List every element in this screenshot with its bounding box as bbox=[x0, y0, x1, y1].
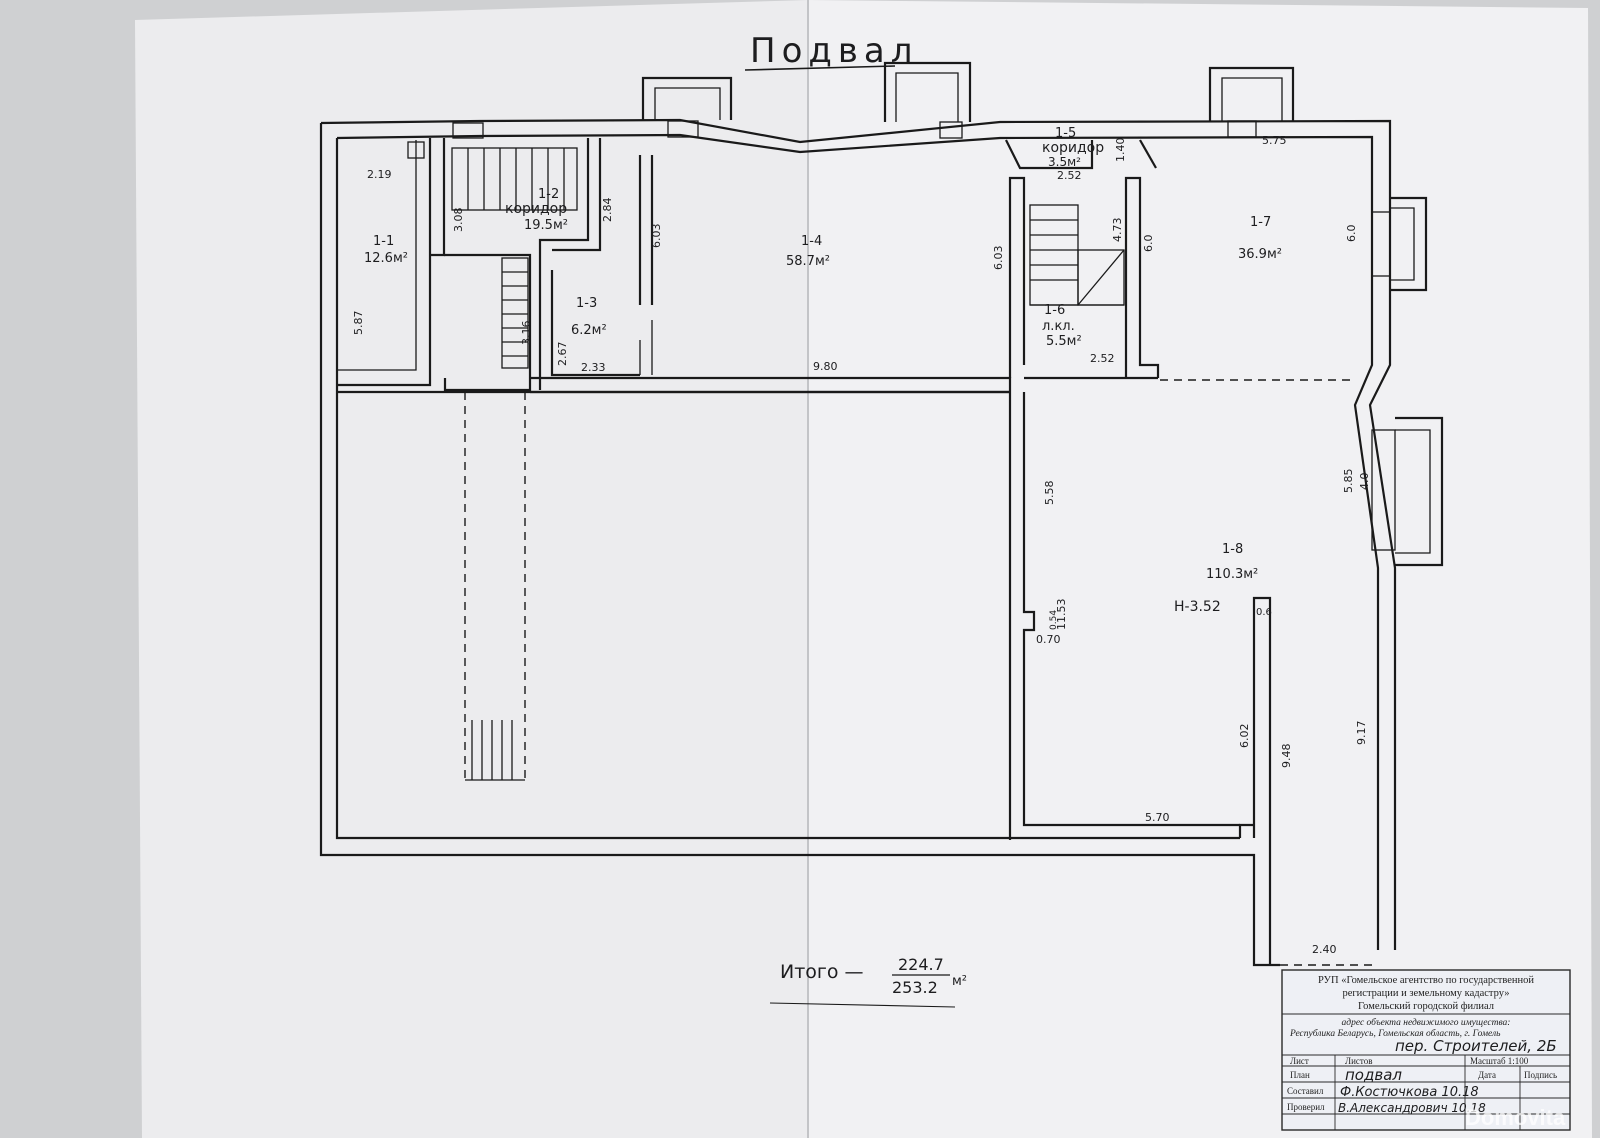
stamp-row-checked: Проверил bbox=[1287, 1102, 1325, 1112]
room-1-5-area: 3.5м² bbox=[1048, 155, 1081, 169]
dim-5-75: 5.75 bbox=[1262, 134, 1287, 147]
room-1-6-name: л.кл. bbox=[1042, 319, 1075, 334]
stamp-org-line-2: регистрации и земельному кадастру» bbox=[1342, 988, 1509, 999]
stamp-col-date: Дата bbox=[1478, 1070, 1496, 1080]
dim-9-80: 9.80 bbox=[813, 360, 838, 373]
dim-6-03-b: 6.03 bbox=[992, 246, 1005, 271]
totals-unit: м² bbox=[952, 974, 967, 989]
room-labels: 1-1 12.6м² 1-2 коридор 19.5м² 1-3 6.2м² … bbox=[364, 126, 1282, 615]
watermark-logo: Domovita bbox=[1465, 1105, 1566, 1130]
totals-value-2: 253.2 bbox=[892, 978, 938, 997]
room-1-8-area: 110.3м² bbox=[1206, 567, 1258, 582]
dim-9-48: 9.48 bbox=[1280, 744, 1293, 769]
title-block-stamp: РУП «Гомельское агентство по государстве… bbox=[1281, 969, 1571, 1131]
dim-2-19: 2.19 bbox=[367, 168, 392, 181]
stamp-row-plan: План bbox=[1290, 1070, 1310, 1080]
dim-4-0: 4.0 bbox=[1358, 473, 1371, 491]
stamp-org-line-3: Гомельский городской филиал bbox=[1358, 1001, 1494, 1012]
room-1-8-label: 1-8 bbox=[1222, 542, 1243, 557]
dim-2-67: 2.67 bbox=[556, 342, 569, 367]
dim-6-02: 6.02 bbox=[1238, 724, 1251, 749]
totals-label: Итого — bbox=[780, 961, 864, 983]
stamp-col-sheet: Лист bbox=[1290, 1056, 1309, 1066]
outer-walls bbox=[319, 118, 1397, 967]
room-1-6-area: 5.5м² bbox=[1046, 334, 1082, 349]
totals-underline bbox=[769, 1002, 956, 1008]
room-1-2-label: 1-2 bbox=[538, 187, 559, 202]
stamp-frame bbox=[1281, 969, 1571, 1131]
dim-5-58: 5.58 bbox=[1043, 481, 1056, 506]
dim-2-52-b: 2.52 bbox=[1090, 352, 1115, 365]
window-pits bbox=[641, 61, 1444, 567]
stamp-plan-value: подвал bbox=[1345, 1066, 1402, 1084]
dim-5-85: 5.85 bbox=[1342, 469, 1355, 494]
stamp-checked-value: В.Александрович 10.18 bbox=[1338, 1101, 1486, 1115]
plan-title: Подвал bbox=[750, 31, 918, 71]
stamp-address-handwritten: пер. Строителей, 2Б bbox=[1395, 1037, 1557, 1055]
stamp-scale: Масштаб 1:100 bbox=[1470, 1056, 1529, 1066]
room-1-1-area: 12.6м² bbox=[364, 251, 408, 266]
dimension-labels: 2.19 5.87 3.08 2.84 3.16 2.67 2.33 6.03 … bbox=[352, 134, 1371, 956]
room-1-4-label: 1-4 bbox=[801, 234, 822, 249]
dim-6-0-a: 6.0 bbox=[1142, 235, 1155, 253]
stamp-col-sign: Подпись bbox=[1524, 1070, 1557, 1080]
dim-3-16: 3.16 bbox=[520, 321, 533, 346]
stamp-org-line-1: РУП «Гомельское агентство по государстве… bbox=[1318, 975, 1534, 986]
room-1-8-height: Н-3.52 bbox=[1174, 599, 1221, 615]
dim-6-03-a: 6.03 bbox=[650, 224, 663, 249]
dim-0-6: 0.6 bbox=[1256, 607, 1272, 618]
interior-walls bbox=[337, 120, 1396, 840]
room-1-7-label: 1-7 bbox=[1250, 215, 1271, 230]
dim-2-33: 2.33 bbox=[581, 361, 606, 374]
stamp-address-line: Республика Беларусь, Гомельская область,… bbox=[1289, 1028, 1501, 1039]
dim-4-73: 4.73 bbox=[1111, 218, 1124, 243]
room-1-4-area: 58.7м² bbox=[786, 254, 830, 269]
dim-2-40: 2.40 bbox=[1312, 943, 1337, 956]
dim-9-17: 9.17 bbox=[1355, 721, 1368, 746]
dim-5-87: 5.87 bbox=[352, 311, 365, 336]
room-1-2-area: 19.5м² bbox=[524, 218, 568, 233]
room-1-5-name: коридор bbox=[1042, 140, 1104, 156]
room-1-7-area: 36.9м² bbox=[1238, 247, 1282, 262]
dim-0-70: 0.70 bbox=[1036, 633, 1061, 646]
dim-1-40: 1.40 bbox=[1114, 138, 1127, 163]
room-1-1-label: 1-1 bbox=[373, 234, 394, 249]
room-1-6-label: 1-6 bbox=[1044, 303, 1065, 318]
lane-marking bbox=[464, 392, 526, 781]
dim-6-0-b: 6.0 bbox=[1345, 225, 1358, 243]
room-1-2-name: коридор bbox=[505, 201, 567, 217]
room-1-3-label: 1-3 bbox=[576, 296, 597, 311]
dim-5-70: 5.70 bbox=[1145, 811, 1170, 824]
dim-3-08: 3.08 bbox=[452, 208, 465, 233]
stamp-composed-value: Ф.Костючкова 10.18 bbox=[1340, 1085, 1479, 1100]
area-totals: Итого — 224.7 253.2 м² bbox=[769, 955, 967, 1008]
room-1-5-label: 1-5 bbox=[1055, 126, 1076, 141]
totals-value-1: 224.7 bbox=[898, 955, 944, 974]
title-underline bbox=[744, 65, 896, 71]
dim-0-54: 0.54 bbox=[1049, 610, 1059, 630]
paper-left bbox=[135, 0, 808, 1138]
dim-2-52-a: 2.52 bbox=[1057, 169, 1082, 182]
dim-11-53: 11.53 bbox=[1055, 599, 1068, 631]
room-1-3-area: 6.2м² bbox=[571, 323, 607, 338]
dim-2-84: 2.84 bbox=[601, 198, 614, 223]
stamp-address-caption: адрес объекта недвижимого имущества: bbox=[1342, 1017, 1511, 1028]
stamp-row-composed: Составил bbox=[1287, 1086, 1324, 1096]
stamp-col-sheets: Листов bbox=[1345, 1056, 1372, 1066]
